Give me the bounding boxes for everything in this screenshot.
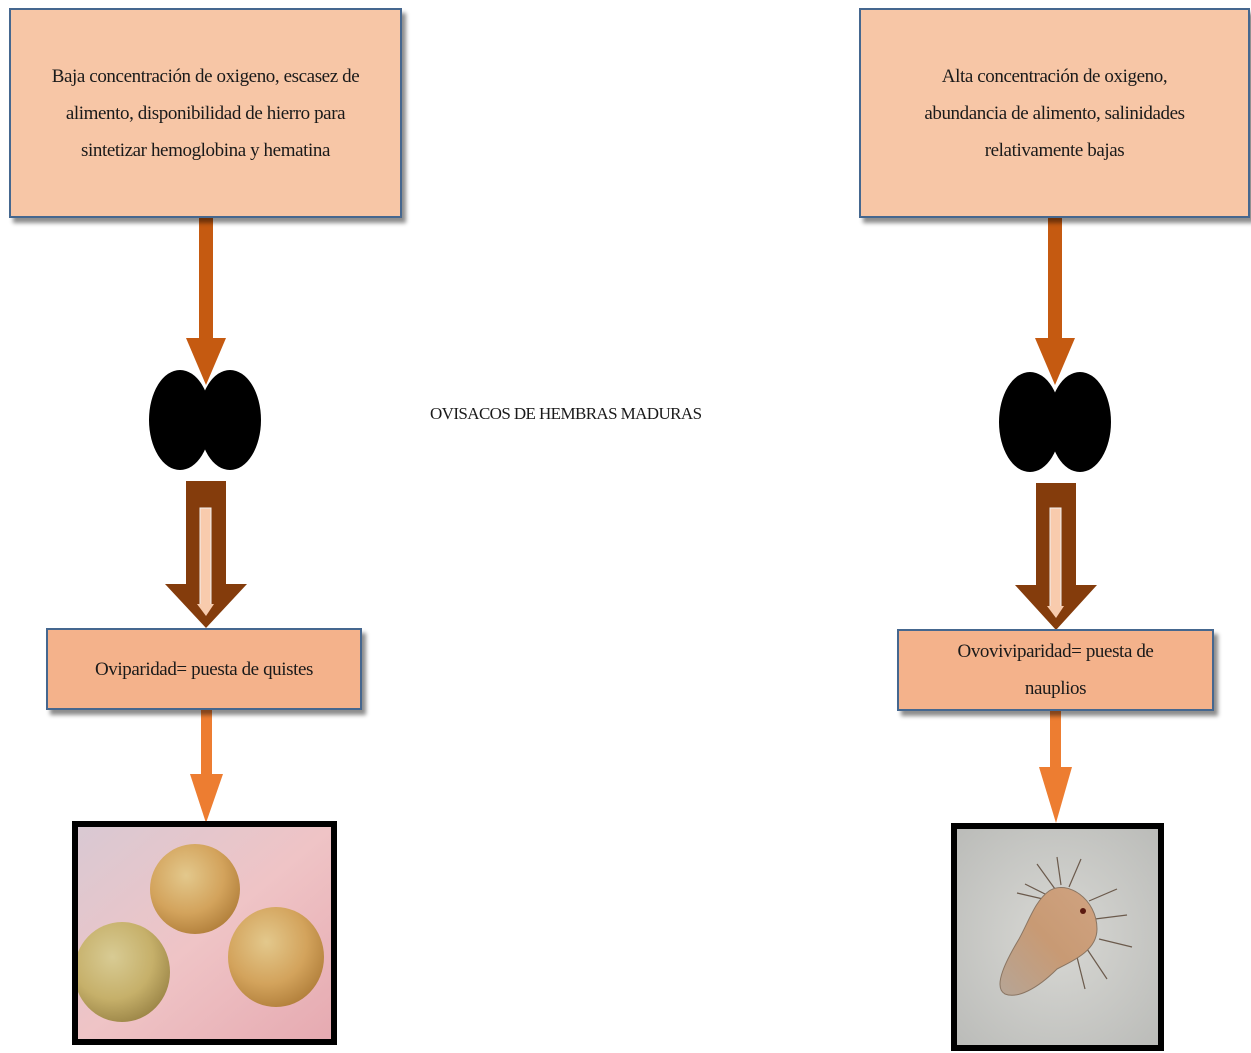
ovisac-right-icon xyxy=(999,372,1111,472)
low-oxygen-line-3: sintetizar hemoglobina y hematina xyxy=(80,139,330,161)
arrow-right-to-photo xyxy=(1039,711,1072,823)
ovoviviparity-result-box: Ovoviviparidad= puesta de nauplios xyxy=(897,629,1214,711)
high-oxygen-line-1: Alta concentración de oxigeno, xyxy=(941,65,1168,87)
big-arrow-right xyxy=(1015,483,1097,630)
arrow-left-to-photo xyxy=(190,710,223,823)
cysts-image xyxy=(78,827,331,1039)
high-oxygen-line-3: relativamente bajas xyxy=(984,139,1125,161)
ovoviviparity-line-2: nauplios xyxy=(1024,678,1087,699)
arrow-right-to-ovisac xyxy=(1035,218,1075,385)
low-oxygen-conditions-box: Baja concentración de oxigeno, escasez d… xyxy=(9,8,402,218)
cysts-photo xyxy=(72,821,337,1045)
nauplius-photo xyxy=(951,823,1164,1051)
ovoviviparity-line-1: Ovoviviparidad= puesta de xyxy=(957,641,1154,662)
oviparity-result-box: Oviparidad= puesta de quistes xyxy=(46,628,362,710)
big-arrow-left xyxy=(165,481,247,628)
ovisacs-label: OVISACOS DE HEMBRAS MADURAS xyxy=(430,404,702,423)
low-oxygen-line-1: Baja concentración de oxigeno, escasez d… xyxy=(51,65,360,87)
nauplius-image xyxy=(957,829,1158,1045)
high-oxygen-conditions-box: Alta concentración de oxigeno, abundanci… xyxy=(859,8,1250,218)
ovisac-left-icon xyxy=(149,370,261,470)
low-oxygen-line-2: alimento, disponibilidad de hierro para xyxy=(65,102,346,124)
oviparity-label: Oviparidad= puesta de quistes xyxy=(94,658,314,680)
arrow-left-to-ovisac xyxy=(186,218,226,385)
high-oxygen-line-2: abundancia de alimento, salinidades xyxy=(924,102,1185,124)
